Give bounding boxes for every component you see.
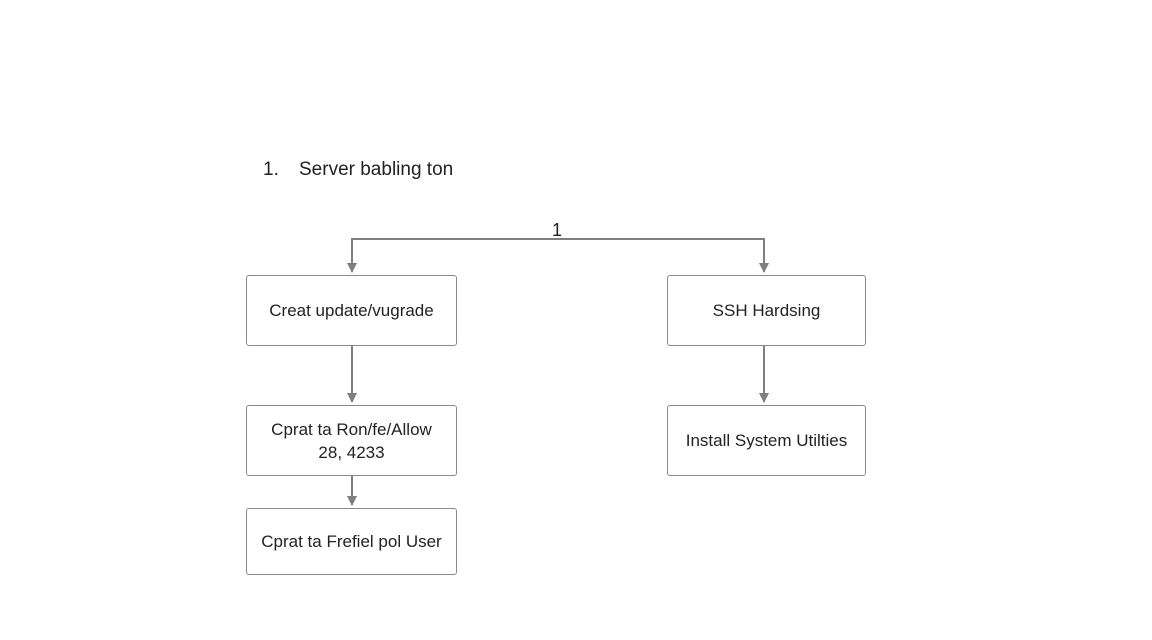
edge-branch-to-n1 (347, 238, 558, 273)
edge-branch-to-n4 (558, 238, 769, 273)
node-label-line1: Cprat ta Ron/fe/Allow (271, 419, 432, 439)
node-label: Cprat ta Frefiel pol User (261, 532, 442, 551)
title-text: Server babling ton (299, 159, 454, 180)
node-label-line2: 28, 4233 (318, 442, 385, 462)
title-number: 1. (263, 159, 279, 180)
node-ssh-hardening: SSH Hardsing (667, 275, 866, 346)
node-firewall-allow: Cprat ta Ron/fe/Allow 28, 4233 (246, 405, 457, 476)
node-label: Install System Utilties (685, 431, 848, 450)
node-label: SSH Hardsing (712, 301, 821, 320)
node-create-user: Cprat ta Frefiel pol User (246, 508, 457, 575)
diagram-title: 1. Server babling ton (263, 157, 453, 183)
branch-label: 1 (552, 220, 563, 240)
node-label: Creat update/vugrade (269, 301, 434, 320)
node-update-upgrade: Creat update/vugrade (246, 275, 457, 346)
node-install-utilities: Install System Utilties (667, 405, 866, 476)
